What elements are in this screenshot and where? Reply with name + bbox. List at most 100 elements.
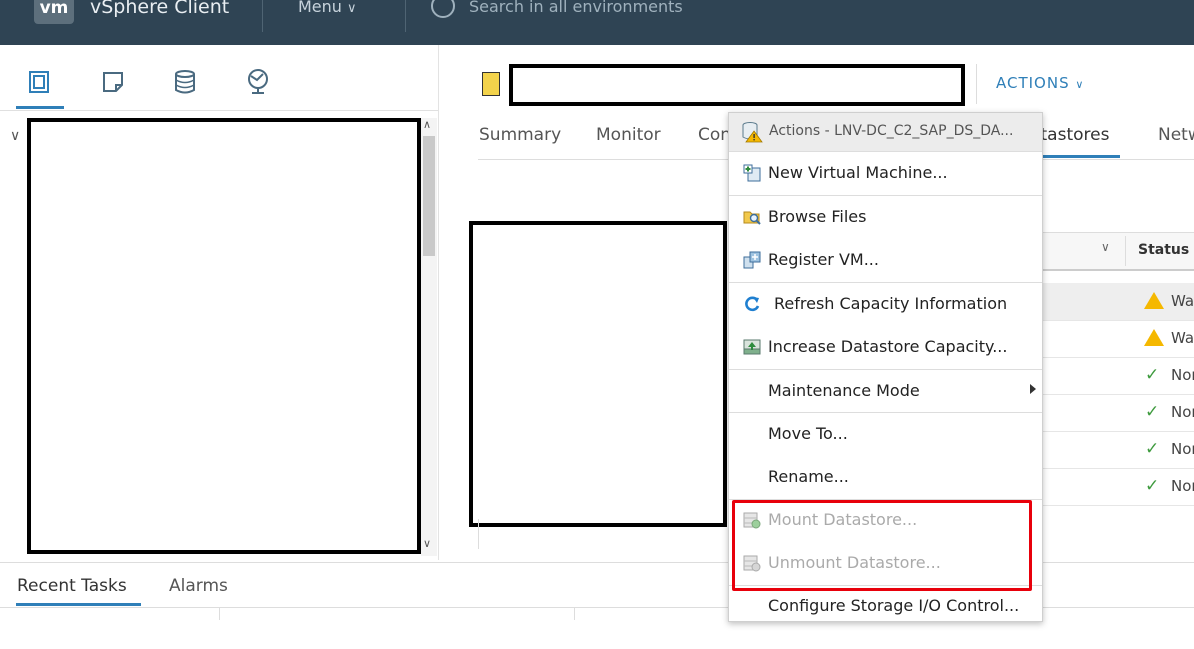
redacted-content [469,221,727,527]
header-divider [262,0,263,32]
storage-icon[interactable] [172,68,198,96]
register-vm-icon [743,251,761,269]
refresh-capacity-menu-item[interactable]: Refresh Capacity Information [729,283,1042,326]
browse-files-menu-item[interactable]: Browse Files [729,196,1042,239]
status-text: Nor [1171,403,1194,421]
menu-item-label: Increase Datastore Capacity... [768,337,1008,356]
menu-divider [729,412,1042,413]
menu-divider [729,369,1042,370]
menu-item-label: Rename... [768,467,849,486]
app-title: vSphere Client [90,0,230,18]
divider [478,519,479,549]
unmount-datastore-menu-item[interactable]: Unmount Datastore... [729,542,1042,585]
scroll-up-icon[interactable]: ∧ [423,118,432,131]
datastore-object-icon [482,72,500,96]
highlight-box [732,500,1032,591]
new-virtual-machine-menu-item[interactable]: New Virtual Machine... [729,152,1042,195]
search-input[interactable]: Search in all environments [469,0,683,16]
menu-label: Menu [298,0,342,16]
table-row[interactable]: ✓ Nor [1040,431,1194,469]
chevron-down-icon[interactable]: ∨ [10,128,21,144]
menu-divider [729,282,1042,283]
tab-summary[interactable]: Summary [479,125,562,145]
hosts-and-clusters-icon[interactable] [27,68,53,96]
maintenance-mode-menu-item[interactable]: Maintenance Mode [729,370,1042,413]
redacted-inventory-tree [27,118,421,554]
mount-datastore-icon [743,512,761,529]
status-text: Nor [1171,440,1194,458]
checkmark-icon: ✓ [1145,476,1160,496]
panel-divider [438,45,439,560]
status-text: Nor [1171,366,1194,384]
chevron-down-icon: ∨ [1075,78,1085,91]
active-tab-indicator [1040,155,1120,158]
active-tab-indicator [16,603,141,606]
mount-datastore-menu-item[interactable]: Mount Datastore... [729,499,1042,542]
table-row[interactable]: ✓ Nor [1040,394,1194,432]
actions-button[interactable]: ACTIONS ∨ [996,74,1084,92]
checkmark-icon: ✓ [1145,365,1160,385]
refresh-icon [745,296,760,312]
menu-item-label: New Virtual Machine... [768,163,948,182]
networking-icon[interactable] [245,68,271,96]
header-divider [405,0,406,32]
search-icon[interactable] [431,0,455,18]
menu-button[interactable]: Menu ∨ [298,0,357,16]
status-text: Wa [1171,329,1194,347]
divider [1125,236,1126,266]
status-text: Wa [1171,292,1194,310]
menu-divider [729,499,1042,500]
tree-scrollbar-thumb[interactable] [423,136,435,256]
menu-item-label: Maintenance Mode [768,381,920,400]
actions-context-menu: Actions - LNV-DC_C2_SAP_DS_DA... New Vir… [728,112,1043,622]
checkmark-icon: ✓ [1145,439,1160,459]
register-vm-menu-item[interactable]: Register VM... [729,239,1042,282]
divider [976,64,977,104]
context-menu-header: Actions - LNV-DC_C2_SAP_DS_DA... [729,113,1042,152]
active-tab-indicator [16,106,64,109]
checkmark-icon: ✓ [1145,402,1160,422]
tab-networks[interactable]: Netw [1158,125,1194,145]
unmount-datastore-icon [743,555,761,572]
menu-item-label: Unmount Datastore... [768,553,941,572]
tab-configure[interactable]: Con [698,125,732,145]
vm-logo[interactable]: vm [34,0,74,24]
table-row[interactable]: ✓ Nor [1040,468,1194,506]
divider [0,607,1194,608]
submenu-arrow-icon [1030,384,1036,394]
increase-capacity-menu-item[interactable]: Increase Datastore Capacity... [729,326,1042,369]
tab-recent-tasks[interactable]: Recent Tasks [17,576,127,596]
menu-item-label: Configure Storage I/O Control... [768,596,1020,615]
table-row[interactable]: Wa [1040,283,1194,321]
menu-item-label: Mount Datastore... [768,510,918,529]
menu-divider [729,195,1042,196]
datastore-warning-icon [742,122,763,143]
configure-storage-io-control-menu-item[interactable]: Configure Storage I/O Control... [729,585,1042,621]
scroll-down-icon[interactable]: ∨ [423,537,432,550]
column-divider [574,608,575,620]
browse-files-icon [743,211,761,225]
status-text: Nor [1171,477,1194,495]
increase-capacity-icon [743,339,761,355]
tab-alarms[interactable]: Alarms [169,576,228,596]
column-filter-icon[interactable]: ∨ [1101,240,1110,254]
page-footer-area [0,620,1194,648]
menu-item-label: Move To... [768,424,848,443]
chevron-down-icon: ∨ [347,1,357,16]
top-header [0,0,1194,45]
menu-item-label: Browse Files [768,207,867,226]
move-to-menu-item[interactable]: Move To... [729,413,1042,456]
vms-and-templates-icon[interactable] [101,68,127,96]
divider [0,110,438,111]
tab-monitor[interactable]: Monitor [596,125,661,145]
new-vm-icon [743,164,761,182]
menu-item-label: Register VM... [768,250,879,269]
table-row[interactable]: ✓ Nor [1040,357,1194,395]
context-menu-title: Actions - LNV-DC_C2_SAP_DS_DA... [769,123,1014,139]
warning-icon [1144,292,1164,309]
column-divider [219,608,220,620]
menu-divider [729,585,1042,586]
table-row[interactable]: Wa [1040,320,1194,358]
rename-menu-item[interactable]: Rename... [729,456,1042,499]
status-column-header[interactable]: Status [1138,242,1190,258]
